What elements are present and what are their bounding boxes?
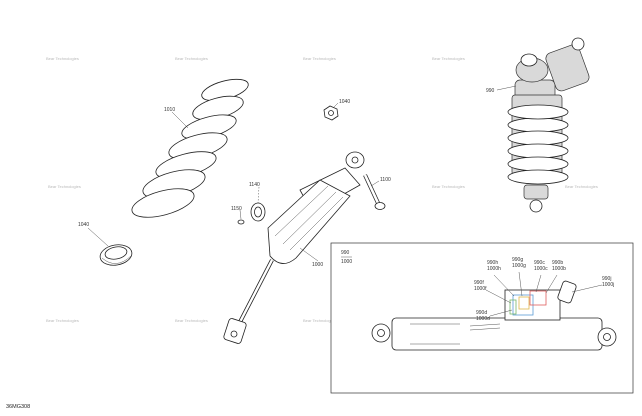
spring-seat	[99, 244, 133, 266]
inset-title-top: 990	[341, 250, 350, 256]
callout-bumper: 1140	[249, 182, 260, 188]
leader-line	[87, 227, 109, 247]
callout-shock-assembly: 990	[486, 88, 495, 94]
callout-nut: 1040	[339, 99, 350, 105]
shock-assembly	[507, 37, 590, 213]
leader-line	[370, 180, 380, 187]
leader-line	[171, 111, 189, 129]
figure-code: 36MG308	[6, 404, 30, 410]
callout-spring: 1010	[164, 107, 175, 113]
callout-shock: 1000	[312, 262, 323, 268]
leader-line	[257, 186, 260, 204]
watermark: Bear Technologies	[46, 56, 79, 61]
coil-spring	[131, 78, 249, 218]
washer	[237, 219, 245, 225]
watermark: Bear Technologies	[46, 318, 79, 323]
callout-bolt: 1100	[380, 177, 391, 183]
inset-detail: 990 1000	[330, 242, 634, 394]
nut	[323, 105, 339, 121]
leader-line	[239, 209, 242, 220]
callout-spring-seat: 1040	[78, 222, 89, 228]
watermark: Bear Technologies	[175, 318, 208, 323]
watermark: Bear Technologies	[565, 184, 598, 189]
inset-title-bottom: 1000	[341, 259, 352, 265]
leader-line	[299, 247, 319, 262]
watermark: Bear Technologies	[175, 56, 208, 61]
leader-line	[332, 102, 339, 109]
watermark: Bear Technologies	[48, 184, 81, 189]
callout-washer: 1150	[231, 206, 242, 212]
watermark: Bear Technologies	[432, 56, 465, 61]
leader-line	[496, 85, 517, 91]
watermark: Bear Technologies	[303, 318, 336, 323]
bumper	[250, 202, 266, 222]
watermark: Bear Technologies	[432, 184, 465, 189]
watermark: Bear Technologies	[303, 56, 336, 61]
shock-absorber	[223, 151, 365, 344]
bolt	[363, 174, 386, 210]
watermark-layer: Bear Technologies Bear Technologies Bear…	[46, 56, 598, 323]
